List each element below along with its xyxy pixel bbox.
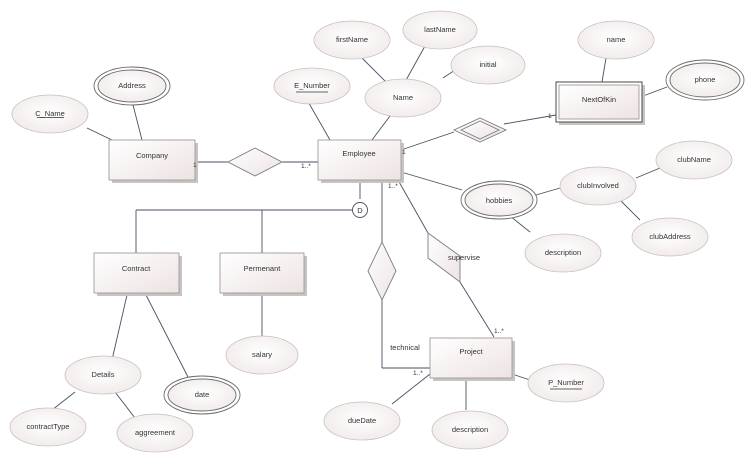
- multiplicity-project-supervise: 1..*: [494, 328, 504, 335]
- attribute-hobbies-label: hobbies: [486, 196, 513, 205]
- attribute-club-address-label: clubAddress: [649, 232, 691, 241]
- attribute-initial[interactable]: initial: [450, 45, 526, 85]
- entity-project-label: Project: [459, 347, 483, 356]
- relationship-works-for[interactable]: [227, 147, 283, 177]
- attribute-name[interactable]: Name: [364, 78, 442, 118]
- attribute-first-name-label: firstName: [336, 35, 368, 44]
- attribute-aggreement[interactable]: aggreement: [116, 413, 194, 453]
- attribute-date[interactable]: date: [163, 375, 241, 415]
- attribute-project-description-label: description: [452, 425, 488, 434]
- specialization-symbol: D: [357, 206, 363, 215]
- attribute-c-name[interactable]: C_Name: [11, 94, 89, 134]
- entity-permanent[interactable]: Permenant: [219, 252, 307, 296]
- attribute-address-label: Address: [118, 81, 146, 90]
- attribute-due-date-label: dueDate: [348, 416, 376, 425]
- attribute-date-label: date: [195, 390, 210, 399]
- attribute-last-name[interactable]: lastName: [402, 10, 478, 50]
- attribute-club-name-label: clubName: [677, 155, 711, 164]
- attribute-club-name[interactable]: clubName: [655, 140, 733, 180]
- specialization-disjoint[interactable]: D: [352, 202, 368, 218]
- entity-next-of-kin[interactable]: NextOfKin: [555, 81, 645, 125]
- attribute-details[interactable]: Details: [64, 355, 142, 395]
- attribute-p-number[interactable]: P_Number: [527, 363, 605, 403]
- attribute-club-address[interactable]: clubAddress: [631, 217, 709, 257]
- relationship-supervise[interactable]: [427, 232, 461, 283]
- attribute-aggreement-label: aggreement: [135, 428, 176, 437]
- attribute-p-number-label: P_Number: [548, 378, 584, 387]
- attribute-c-name-label: C_Name: [35, 109, 65, 118]
- attribute-club-involved-label: clubInvolved: [577, 181, 619, 190]
- relationship-technical[interactable]: [367, 240, 397, 302]
- multiplicity-kin-side: 1: [548, 113, 552, 120]
- label-supervise: supervise: [448, 253, 480, 262]
- attribute-initial-label: initial: [479, 60, 496, 69]
- attribute-club-description[interactable]: description: [524, 233, 602, 273]
- attribute-kin-name[interactable]: name: [577, 20, 655, 60]
- attribute-salary[interactable]: salary: [225, 335, 299, 375]
- multiplicity-employee-kin-side: 1: [402, 149, 406, 156]
- entity-permanent-label: Permenant: [244, 264, 282, 273]
- attribute-e-number[interactable]: E_Number: [273, 67, 351, 105]
- attribute-phone[interactable]: phone: [665, 59, 745, 101]
- attribute-e-number-label: E_Number: [294, 81, 330, 90]
- entity-contract-label: Contract: [122, 264, 151, 273]
- entity-contract[interactable]: Contract: [93, 252, 182, 296]
- multiplicity-employee-bottom: 1..*: [388, 183, 398, 190]
- attribute-due-date[interactable]: dueDate: [323, 401, 401, 441]
- entity-next-of-kin-label: NextOfKin: [582, 95, 616, 104]
- attribute-first-name[interactable]: firstName: [313, 20, 391, 60]
- attribute-phone-label: phone: [695, 75, 716, 84]
- relationship-has-kin[interactable]: [452, 117, 508, 143]
- entity-company[interactable]: Company: [108, 139, 198, 183]
- attribute-address[interactable]: Address: [93, 66, 171, 106]
- attribute-club-description-label: description: [545, 248, 581, 257]
- attribute-hobbies[interactable]: hobbies: [460, 180, 538, 220]
- attribute-project-description[interactable]: description: [431, 410, 509, 450]
- multiplicity-employee-company-side: 1..*: [301, 163, 311, 170]
- attribute-club-involved[interactable]: clubInvolved: [559, 166, 637, 206]
- multiplicity-company-side: 1: [193, 162, 197, 169]
- entity-employee[interactable]: Employee: [317, 139, 404, 183]
- entity-employee-label: Employee: [342, 149, 375, 158]
- attribute-last-name-label: lastName: [424, 25, 456, 34]
- entity-company-label: Company: [136, 151, 168, 160]
- attribute-kin-name-label: name: [607, 35, 626, 44]
- attribute-details-label: Details: [92, 370, 115, 379]
- multiplicity-project-technical: 1..*: [413, 370, 423, 377]
- attribute-name-label: Name: [393, 93, 413, 102]
- attribute-contract-type-label: contractType: [27, 422, 70, 431]
- connection-lines: [51, 45, 668, 419]
- label-technical: technical: [390, 343, 420, 352]
- entity-project[interactable]: Project: [429, 337, 515, 381]
- attribute-contract-type[interactable]: contractType: [9, 407, 87, 447]
- attribute-salary-label: salary: [252, 350, 272, 359]
